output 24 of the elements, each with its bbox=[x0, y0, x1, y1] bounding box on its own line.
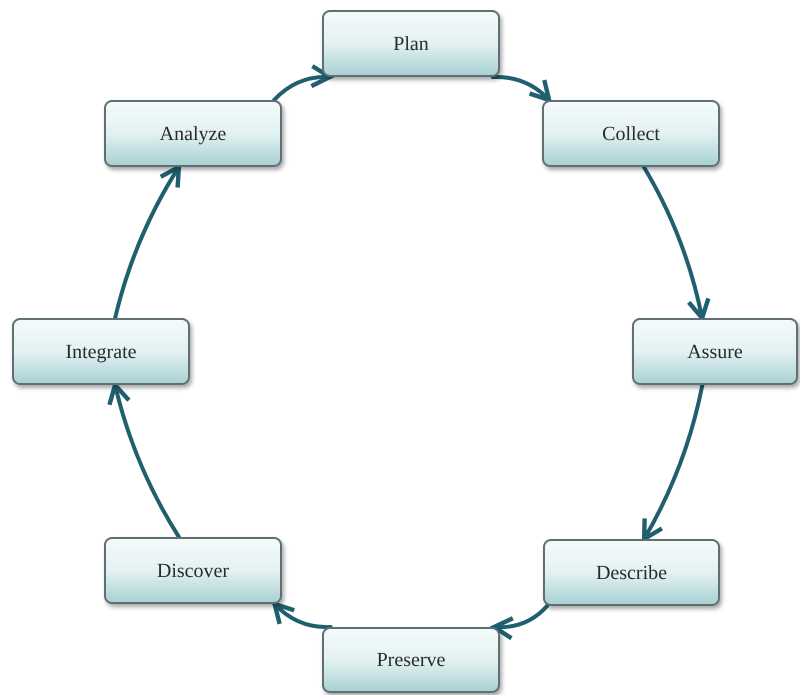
step-label: Discover bbox=[156, 558, 230, 584]
process-box bbox=[322, 10, 500, 77]
step-label: Analyze bbox=[160, 122, 226, 146]
step-label: Assure bbox=[687, 340, 743, 364]
step-label: Collect bbox=[602, 122, 660, 146]
step-label: Describe bbox=[596, 560, 668, 586]
arrow bbox=[492, 604, 550, 640]
process-box bbox=[632, 318, 798, 385]
process-box bbox=[104, 537, 282, 604]
process-box bbox=[12, 318, 190, 385]
step-label: Plan bbox=[393, 32, 429, 56]
arrow bbox=[272, 602, 333, 630]
arrow bbox=[490, 74, 552, 102]
arrow bbox=[642, 383, 704, 542]
arrow bbox=[113, 164, 182, 320]
arrow bbox=[272, 64, 332, 102]
arrow bbox=[108, 382, 181, 539]
process-box bbox=[542, 100, 720, 167]
process-box bbox=[104, 100, 282, 167]
process-box bbox=[322, 627, 500, 693]
step-label: Preserve bbox=[376, 648, 446, 673]
process-box bbox=[543, 539, 720, 606]
step-label: Integrate bbox=[65, 340, 137, 364]
arrow bbox=[642, 165, 710, 320]
